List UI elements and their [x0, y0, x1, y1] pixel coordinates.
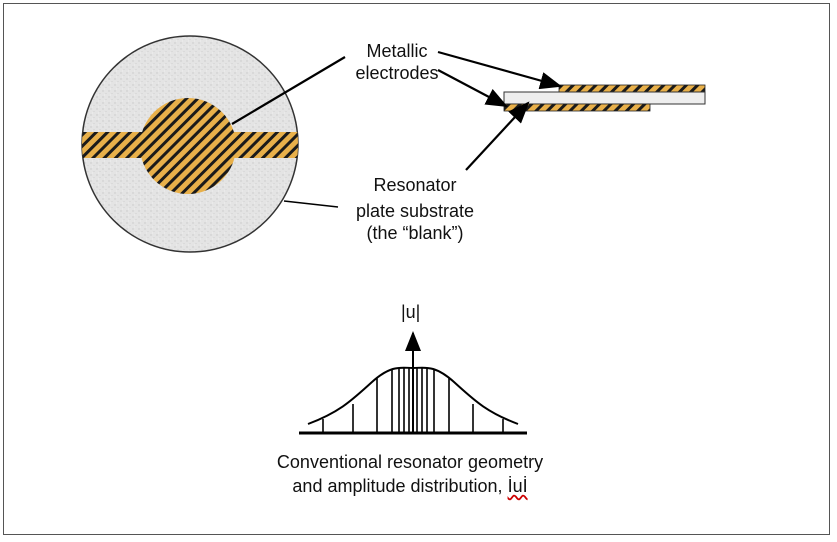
top-electrode-side [558, 84, 706, 93]
label-resonator-line1: Resonator [373, 175, 457, 195]
caption-line1: Conventional resonator geometry [276, 452, 544, 472]
caption-amplitude-symbol: İuİ [507, 476, 528, 496]
caption-line2-text: and amplitude distribution, [292, 476, 508, 496]
label-resonator-line2: plate substrate [355, 201, 475, 221]
amplitude-samples [322, 368, 504, 433]
label-resonator-line3: (the “blank”) [366, 223, 464, 243]
substrate-side [503, 91, 706, 105]
amplitude-curve [307, 366, 519, 425]
leader-line-substrate-top-view [283, 200, 339, 208]
resonator-disc-top-view [81, 35, 299, 253]
resonator-side-view [503, 84, 706, 112]
amplitude-distribution-plot [299, 331, 527, 435]
label-electrodes-line1: Metallic [366, 41, 428, 61]
label-resonator-substrate: Resonator plate substrate (the “blank”) [340, 172, 490, 246]
amplitude-axis-label: |u| [401, 302, 421, 322]
leader-line-electrode-top-view [231, 56, 346, 125]
label-electrodes-line2: electrodes [355, 63, 439, 83]
arrow-substrate-side [465, 101, 530, 171]
bottom-electrode-side [503, 103, 651, 112]
center-electrode [140, 98, 236, 194]
arrow-bottom-electrode [437, 69, 508, 108]
arrow-top-electrode [437, 50, 563, 90]
label-metallic-electrodes: Metallic electrodes [345, 40, 449, 84]
figure-caption: Conventional resonator geometry and ampl… [240, 450, 580, 498]
caption-line2: and amplitude distribution, İuİ [240, 474, 580, 498]
